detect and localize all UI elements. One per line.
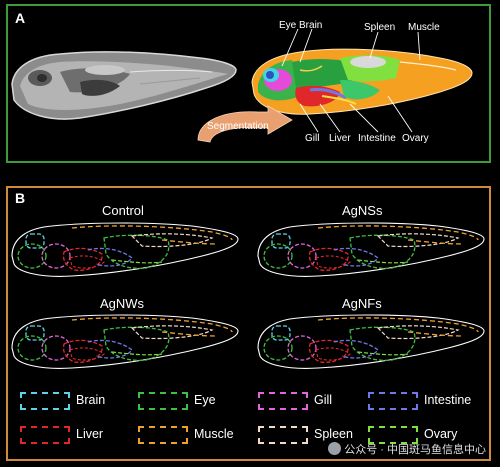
label-ovary: Ovary: [402, 133, 429, 144]
label-gill: Gill: [305, 133, 320, 144]
legend-swatch-brain: [20, 392, 70, 410]
legend-swatch-ovary: [368, 426, 418, 444]
fish-outline-agnws: [11, 314, 239, 370]
fish-outline-control: [11, 222, 239, 278]
label-control: Control: [102, 203, 144, 218]
watermark-text: 公众号 · 中国斑马鱼信息中心: [344, 444, 486, 456]
panel-a: A: [6, 4, 491, 163]
legend-label-muscle: Muscle: [194, 427, 234, 441]
watermark: 公众号 · 中国斑马鱼信息中心: [328, 441, 486, 457]
label-leader-lines: [281, 28, 421, 133]
legend-swatch-intestine: [368, 392, 418, 410]
legend-swatch-muscle: [138, 426, 188, 444]
label-liver: Liver: [329, 133, 351, 144]
segmentation-label: Segmentation: [207, 121, 269, 132]
legend-label-liver: Liver: [76, 427, 104, 441]
ct-fish-image: [11, 51, 237, 120]
legend-label-gill: Gill: [314, 393, 333, 407]
legend-label-brain: Brain: [76, 393, 106, 407]
legend-swatch-gill: [258, 392, 308, 410]
label-spleen: Spleen: [364, 22, 396, 33]
panel-b: B: [6, 186, 491, 461]
legend-swatch-liver: [20, 426, 70, 444]
fish-outline-agnfs: [257, 314, 485, 370]
legend-swatch-eye: [138, 392, 188, 410]
panel-a-letter: A: [15, 10, 26, 26]
legend-label-eye: Eye: [194, 393, 216, 407]
legend-label-ovary: Ovary: [424, 427, 458, 441]
label-agnss: AgNSs: [342, 203, 383, 218]
panel-a-illustration: [11, 28, 473, 143]
label-intestine: Intestine: [358, 133, 396, 144]
label-muscle: Muscle: [408, 22, 440, 33]
legend-swatch-spleen: [258, 426, 308, 444]
fish-outline-agnss: [257, 222, 485, 278]
segmented-fish-image: [251, 48, 473, 115]
legend-label-spleen: Spleen: [314, 427, 353, 441]
label-agnfs: AgNFs: [342, 296, 382, 311]
wechat-logo-icon: [328, 442, 342, 455]
label-agnws: AgNWs: [100, 296, 145, 311]
label-eye-brain: Eye Brain: [279, 20, 323, 31]
panel-b-letter: B: [15, 190, 26, 206]
legend-label-intestine: Intestine: [424, 393, 472, 407]
segmentation-arrow: [197, 105, 293, 143]
